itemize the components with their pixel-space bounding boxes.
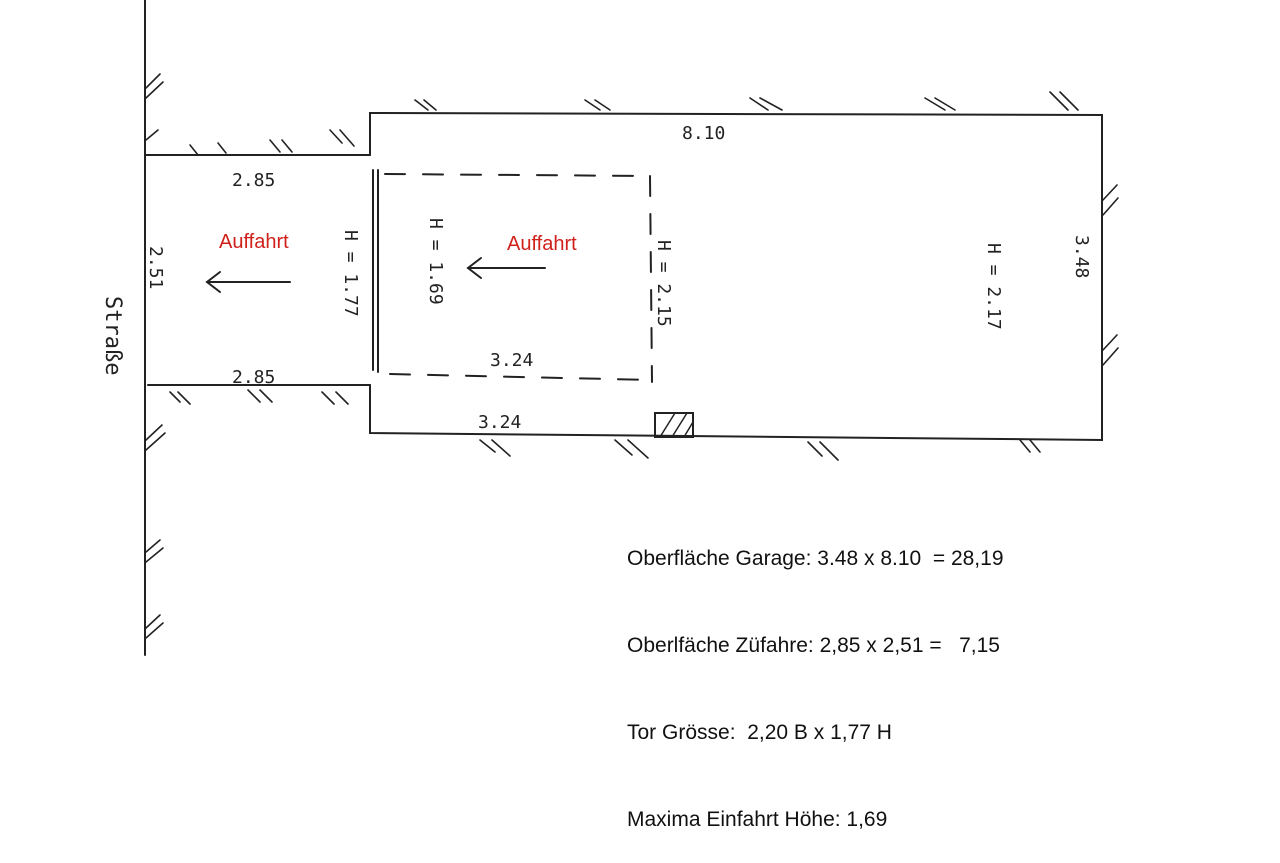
wall-hatches [145, 73, 1119, 639]
summary-max-entry-height: Maxima Einfahrt Höhe: 1,69 [627, 808, 888, 831]
garage-sketch: 8.10 2.85 2.85 3.24 3.24 2.51 H = 1.77 H… [100, 0, 1119, 656]
driveway-label-inside: Auffahrt [507, 233, 577, 255]
label-garage-bottom-width: 3.24 [478, 412, 521, 433]
label-inner-width: 3.24 [490, 350, 533, 371]
driveway-label-outside: Auffahrt [219, 231, 289, 253]
inner-dashed-area [384, 173, 653, 383]
label-garage-clearance: H = 2.17 [983, 243, 1004, 330]
area-summary: Oberfläche Garage: 3.48 x 8.10 = 28,19 O… [627, 486, 1004, 863]
label-gate-height: H = 1.77 [340, 230, 361, 317]
label-drive-bottom-width: 2.85 [232, 367, 275, 388]
label-street: Straße [100, 296, 125, 375]
label-inner-ramp-height: H = 1.69 [425, 218, 446, 305]
label-drive-depth: 2.51 [145, 246, 166, 289]
label-drive-top-width: 2.85 [232, 170, 275, 191]
label-garage-width: 8.10 [682, 123, 725, 144]
summary-driveway-area: Oberlfäche Züfahre: 2,85 x 2,51 = 7,15 [627, 634, 1000, 657]
pillar-box [654, 412, 694, 438]
summary-gate-size: Tor Grösse: 2,20 B x 1,77 H [627, 721, 892, 744]
label-garage-height-right: 3.48 [1071, 235, 1092, 278]
arrow-left-2 [466, 257, 546, 279]
label-inner-clearance: H = 2.15 [653, 240, 674, 327]
summary-garage-area: Oberfläche Garage: 3.48 x 8.10 = 28,19 [627, 547, 1004, 570]
garage-outline [369, 111, 1103, 442]
arrow-left-1 [205, 271, 291, 293]
